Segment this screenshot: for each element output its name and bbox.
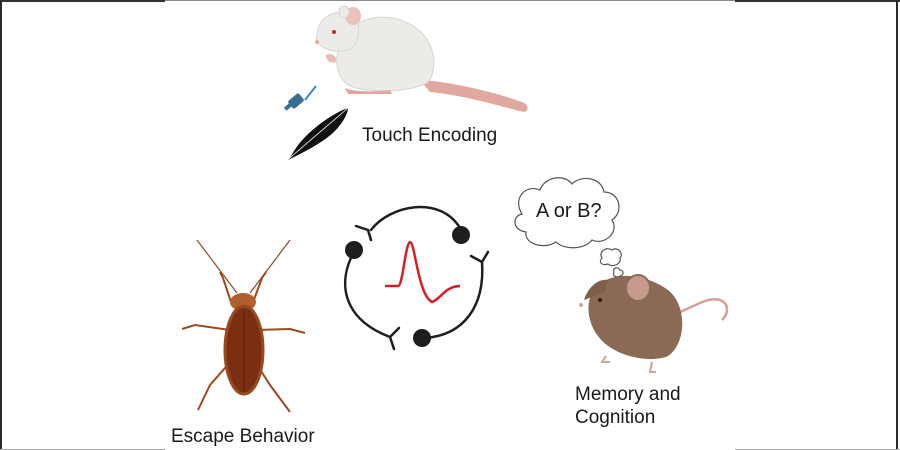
memory-label-line2: Cognition: [575, 407, 656, 428]
touch-encoding-label: Touch Encoding: [362, 125, 498, 146]
action-potential-icon: [385, 240, 461, 304]
brown-mouse-icon: [579, 274, 729, 373]
thought-bubble-text: A or B?: [536, 200, 602, 222]
frame-border-right: [896, 0, 898, 450]
white-rat-icon: [315, 5, 528, 112]
escape-behavior-label: Escape Behavior: [171, 426, 315, 447]
pushpin-icon: [283, 85, 317, 111]
frame-border-left: [0, 0, 2, 450]
memory-label-line1: Memory and: [575, 384, 681, 405]
frame-border-top-left: [0, 0, 165, 2]
frame-border-top: [165, 0, 735, 1]
neural-circuit-icon: [343, 205, 490, 351]
thought-bubble-icon: [514, 177, 624, 278]
cockroach-icon: [181, 239, 306, 413]
memory-cognition-label: Memory and Cognition: [575, 383, 681, 429]
frame-border-top-right: [735, 0, 900, 2]
feather-icon: [284, 107, 349, 163]
